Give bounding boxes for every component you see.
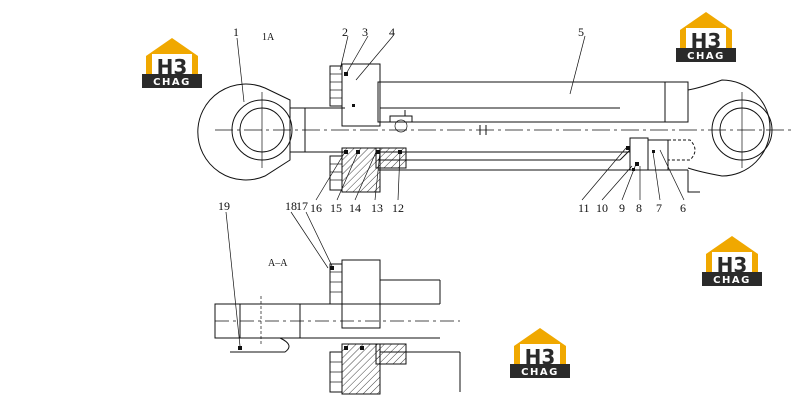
callout-12: 12 (392, 201, 404, 215)
logo-letters-top: H3 (717, 253, 748, 277)
gland-head (329, 63, 407, 193)
callout-7: 7 (656, 201, 662, 215)
callout-14: 14 (349, 201, 361, 215)
callout-11: 11 (578, 201, 590, 215)
callout-6: 6 (680, 201, 686, 215)
leader-lines-top (236, 35, 586, 103)
callout-4: 4 (389, 25, 395, 39)
logo-letters-top: H3 (157, 55, 188, 79)
callout-5: 5 (578, 25, 584, 39)
section-view-label: A–A (268, 258, 288, 269)
callout-10: 10 (596, 201, 608, 215)
piston (619, 137, 696, 171)
callout-19: 19 (218, 199, 230, 213)
oil-port (389, 110, 413, 133)
leader-lines-bottom (315, 147, 685, 201)
clevis-eye-right (687, 79, 773, 193)
callout-15: 15 (330, 201, 342, 215)
logo-letters-bottom: CHAG (153, 77, 191, 88)
logo-letters-top: H3 (525, 345, 556, 369)
callout-18: 18 (285, 199, 297, 213)
main-assembly (197, 35, 795, 201)
callout-13: 13 (371, 201, 383, 215)
callout-1: 1 (233, 25, 239, 39)
section-marker-label: 1A (262, 32, 275, 43)
callout-9: 9 (619, 201, 625, 215)
logo-letters-top: H3 (691, 29, 722, 53)
callout-17: 17 (296, 199, 308, 213)
rod-eye-left (197, 83, 293, 181)
cylinder-barrel (377, 81, 689, 171)
callout-8: 8 (636, 201, 642, 215)
callout-3: 3 (362, 25, 368, 39)
callout-16: 16 (310, 201, 322, 215)
logo-letters-bottom: CHAG (687, 51, 725, 62)
logo-letters-bottom: CHAG (713, 275, 751, 286)
callout-2: 2 (342, 25, 348, 39)
piston-rod (290, 107, 630, 153)
logo-letters-bottom: CHAG (521, 367, 559, 378)
section-a-a: A–A (214, 211, 461, 395)
